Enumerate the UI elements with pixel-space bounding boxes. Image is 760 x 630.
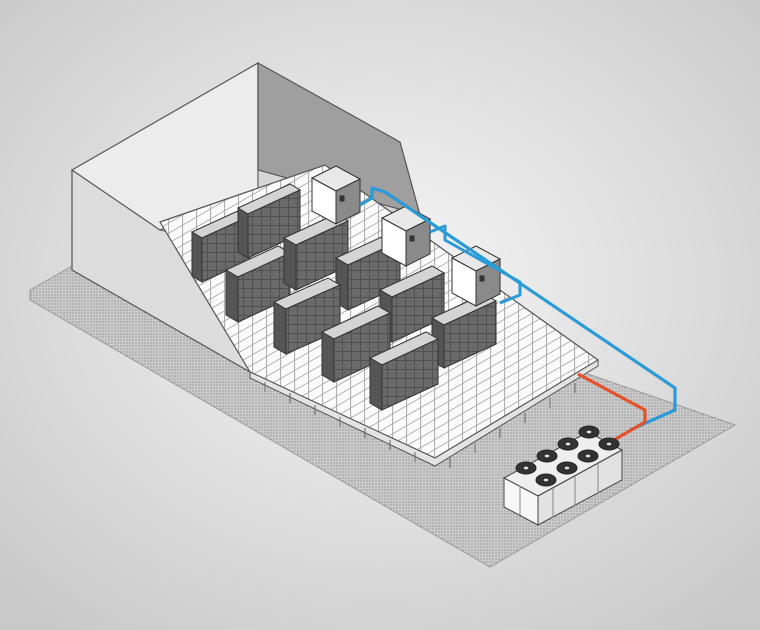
supply-pipe-branch [429, 224, 522, 305]
supply-pipe [359, 186, 677, 432]
raised-floor-edge [249, 359, 599, 467]
rack-unit [236, 183, 302, 259]
floor-pedestals [264, 382, 576, 468]
fan-icon [515, 461, 537, 475]
chiller-fans [515, 425, 620, 487]
rack-unit [320, 305, 392, 383]
fan-icon [536, 449, 558, 463]
crah-unit [310, 165, 362, 225]
fan-icon [535, 473, 557, 487]
crah-unit [380, 205, 432, 267]
indoor-cooling-units [310, 165, 502, 307]
fan-icon [577, 449, 599, 463]
fan-icon [578, 425, 600, 439]
fan-icon [556, 461, 578, 475]
fan-icon [557, 437, 579, 451]
rack-unit [368, 331, 440, 411]
fan-icon [598, 437, 620, 451]
rack-unit [224, 245, 292, 323]
outdoor-chiller [502, 425, 624, 526]
return-pipe [577, 372, 647, 442]
